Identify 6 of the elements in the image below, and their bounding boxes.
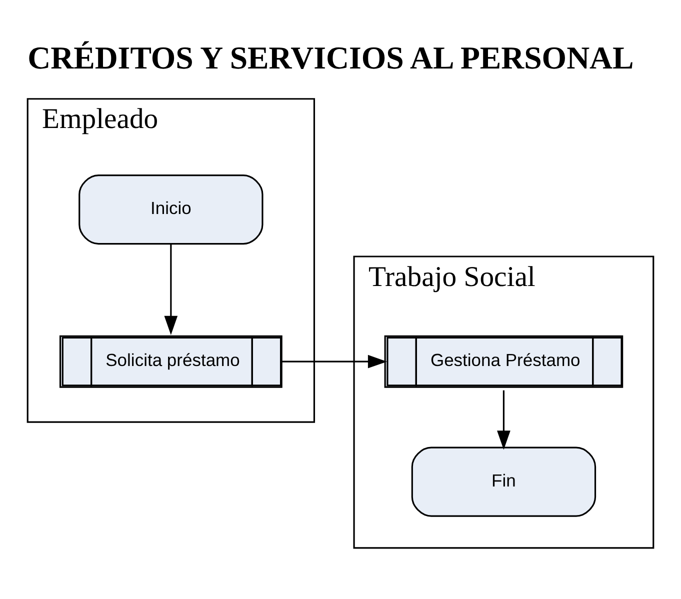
diagram-title: CRÉDITOS Y SERVICIOS AL PERSONAL	[28, 40, 634, 76]
node-box: Fin	[411, 446, 596, 517]
arrow	[282, 354, 388, 368]
arrow	[164, 244, 178, 335]
node-box: Inicio	[78, 174, 264, 245]
arrow	[497, 390, 510, 450]
